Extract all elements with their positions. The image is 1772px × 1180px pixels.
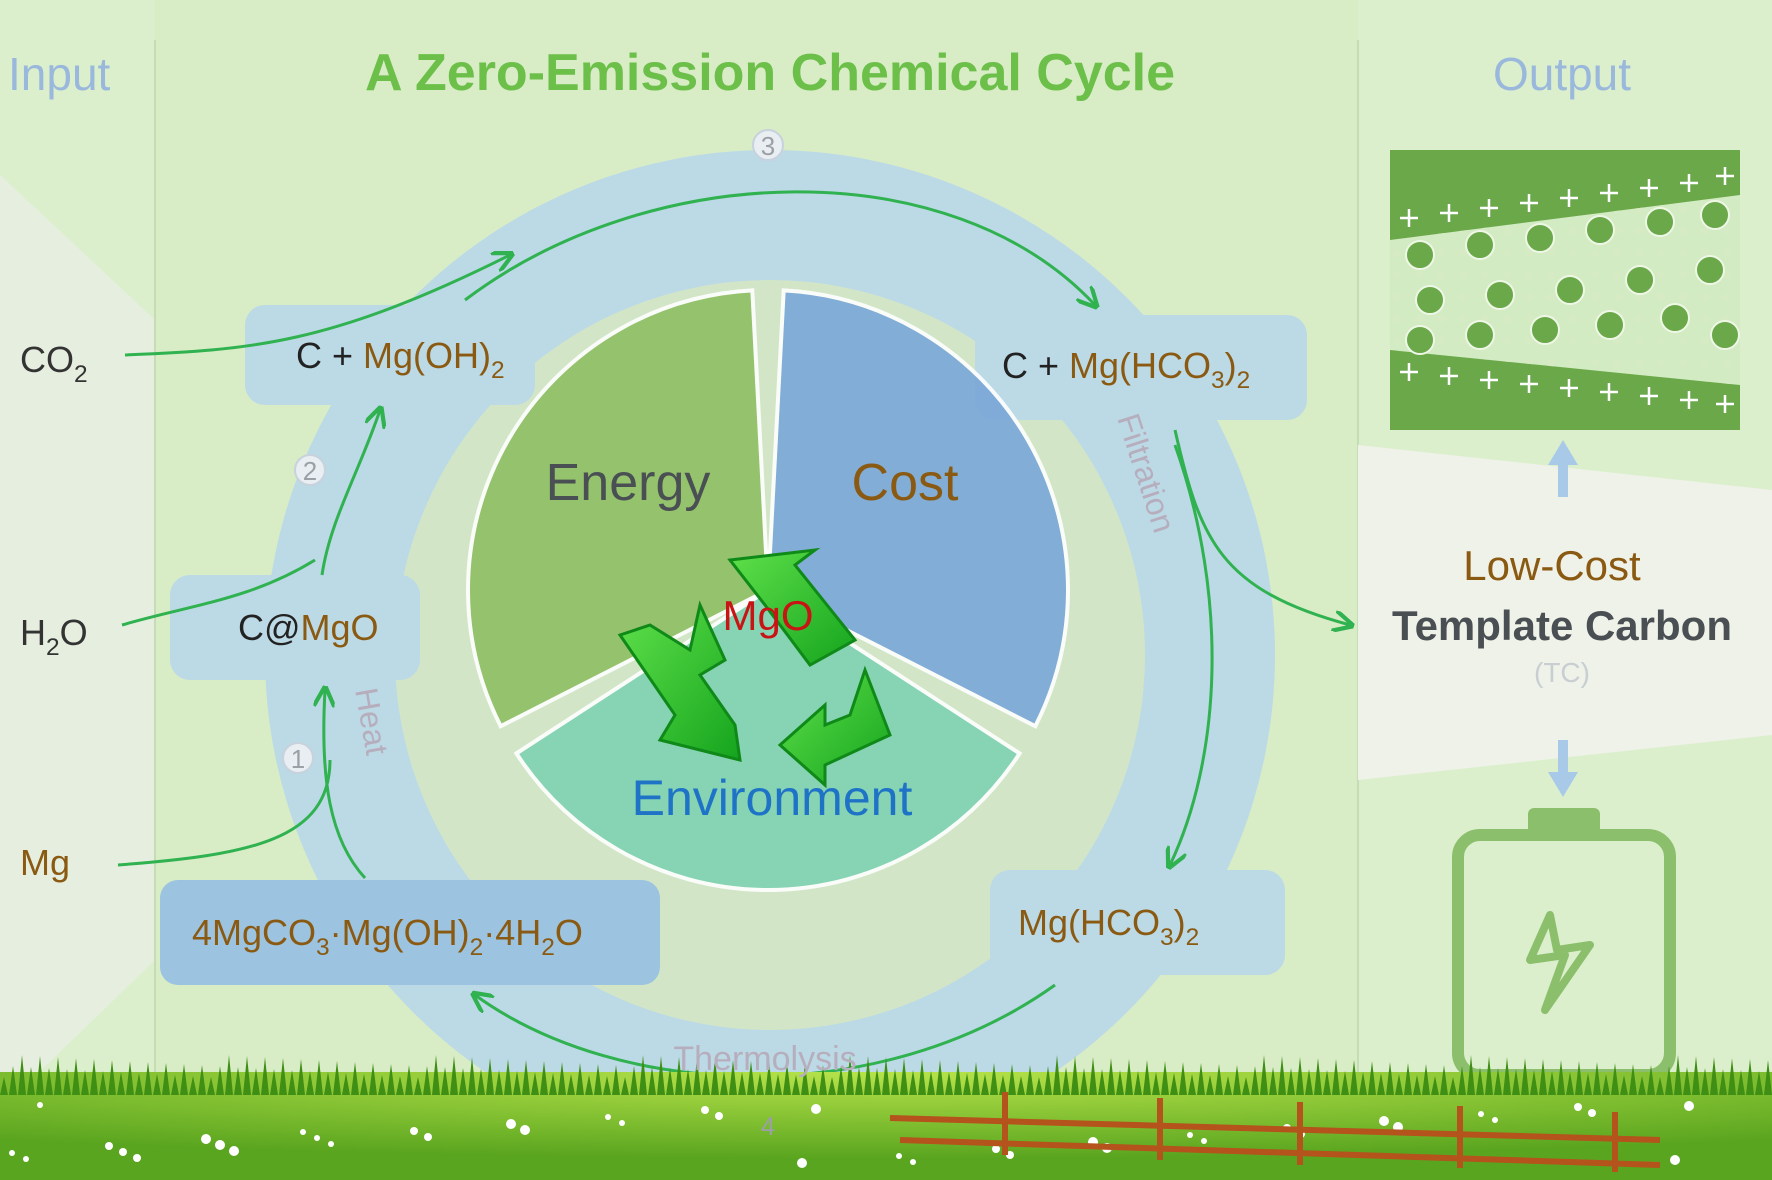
flower [424, 1133, 432, 1141]
product-line2: Template Carbon [1392, 602, 1732, 649]
flower [1588, 1109, 1596, 1117]
center-pie [466, 288, 1070, 892]
step-badge-2 [294, 454, 326, 486]
grass-field [0, 1055, 1772, 1180]
input-h2o: H2O [20, 612, 88, 661]
flower [314, 1135, 320, 1141]
input-co2: CO2 [20, 339, 88, 388]
flower [1574, 1103, 1582, 1111]
sector-environment-label: Environment [632, 770, 913, 826]
flower [506, 1119, 516, 1129]
flower [715, 1112, 723, 1120]
flower [811, 1104, 821, 1114]
core-mgo-label: MgO [722, 592, 813, 639]
diagram-title: A Zero-Emission Chemical Cycle [365, 44, 1175, 102]
output-funnel [1358, 445, 1772, 780]
arrow-step2 [320, 410, 380, 576]
arrow-step1 [324, 690, 367, 880]
box-c-mg-hco3 [975, 315, 1307, 420]
sector-energy [466, 288, 771, 729]
species-mg-hco3-2: Mg(HCO3)2 [1018, 902, 1199, 951]
input-label: Input [8, 48, 111, 100]
flower [1492, 1117, 1498, 1123]
arrow-co2-in [124, 255, 510, 357]
flower [201, 1134, 211, 1144]
flower [1684, 1101, 1694, 1111]
flower [215, 1140, 225, 1150]
product-line1: Low-Cost [1463, 542, 1641, 589]
box-c-at-mgo [170, 575, 420, 680]
flower [605, 1114, 611, 1120]
box-basic-carbonate [160, 880, 660, 985]
flower [992, 1145, 1000, 1153]
species-c-mg-oh2: C + Mg(OH)2 [296, 335, 505, 384]
capacitor-icon [1390, 150, 1740, 430]
label-thermolysis: Thermolysis [673, 1040, 856, 1078]
flower [23, 1156, 29, 1162]
input-mg: Mg [20, 842, 70, 883]
flower [1379, 1116, 1389, 1126]
flower [896, 1153, 902, 1159]
output-arrows [1548, 440, 1578, 797]
fence [889, 1092, 1661, 1172]
cycle-arrows [117, 190, 1350, 1078]
recycle-icon [617, 547, 892, 789]
flower [105, 1142, 113, 1150]
flower [133, 1154, 141, 1162]
flower [520, 1125, 530, 1135]
sector-environment [513, 587, 1023, 892]
output-label: Output [1493, 48, 1631, 100]
arrow-h2o-in [121, 558, 316, 627]
flower [328, 1141, 334, 1147]
species-c-mg-hco3-2: C + Mg(HCO3)2 [1002, 345, 1250, 394]
box-c-mg-oh2 [245, 305, 535, 405]
flower [701, 1106, 709, 1114]
arrow-filtration [1170, 444, 1214, 865]
step-4: 4 [761, 1111, 775, 1141]
arrow-step3 [464, 190, 1095, 305]
step-3: 3 [761, 131, 775, 161]
flower [37, 1102, 43, 1108]
flower [619, 1120, 625, 1126]
species-c-at-mgo: C@MgO [238, 607, 379, 648]
flower [119, 1148, 127, 1156]
flower [300, 1129, 306, 1135]
sector-cost [765, 288, 1070, 729]
arrow-mg-in [117, 759, 332, 867]
flower [1201, 1138, 1207, 1144]
sector-energy-label: Energy [546, 454, 711, 512]
flower [410, 1127, 418, 1135]
flower [9, 1150, 15, 1156]
flower [1670, 1155, 1680, 1165]
product-abbr: (TC) [1534, 657, 1590, 688]
input-funnel [0, 175, 155, 1110]
step-badge-1 [282, 742, 314, 774]
plus-charges [1400, 167, 1734, 413]
sector-cost-label: Cost [852, 454, 959, 512]
box-mg-hco3 [990, 870, 1285, 975]
flower [1187, 1132, 1193, 1138]
flower [1478, 1111, 1484, 1117]
flower [229, 1146, 239, 1156]
flower [797, 1158, 807, 1168]
step-badge-3 [752, 129, 784, 161]
step-2: 2 [303, 456, 317, 486]
flower [910, 1159, 916, 1165]
step-1: 1 [291, 744, 305, 774]
species-basic-carbonate: 4MgCO3·Mg(OH)2·4H2O [192, 912, 583, 961]
